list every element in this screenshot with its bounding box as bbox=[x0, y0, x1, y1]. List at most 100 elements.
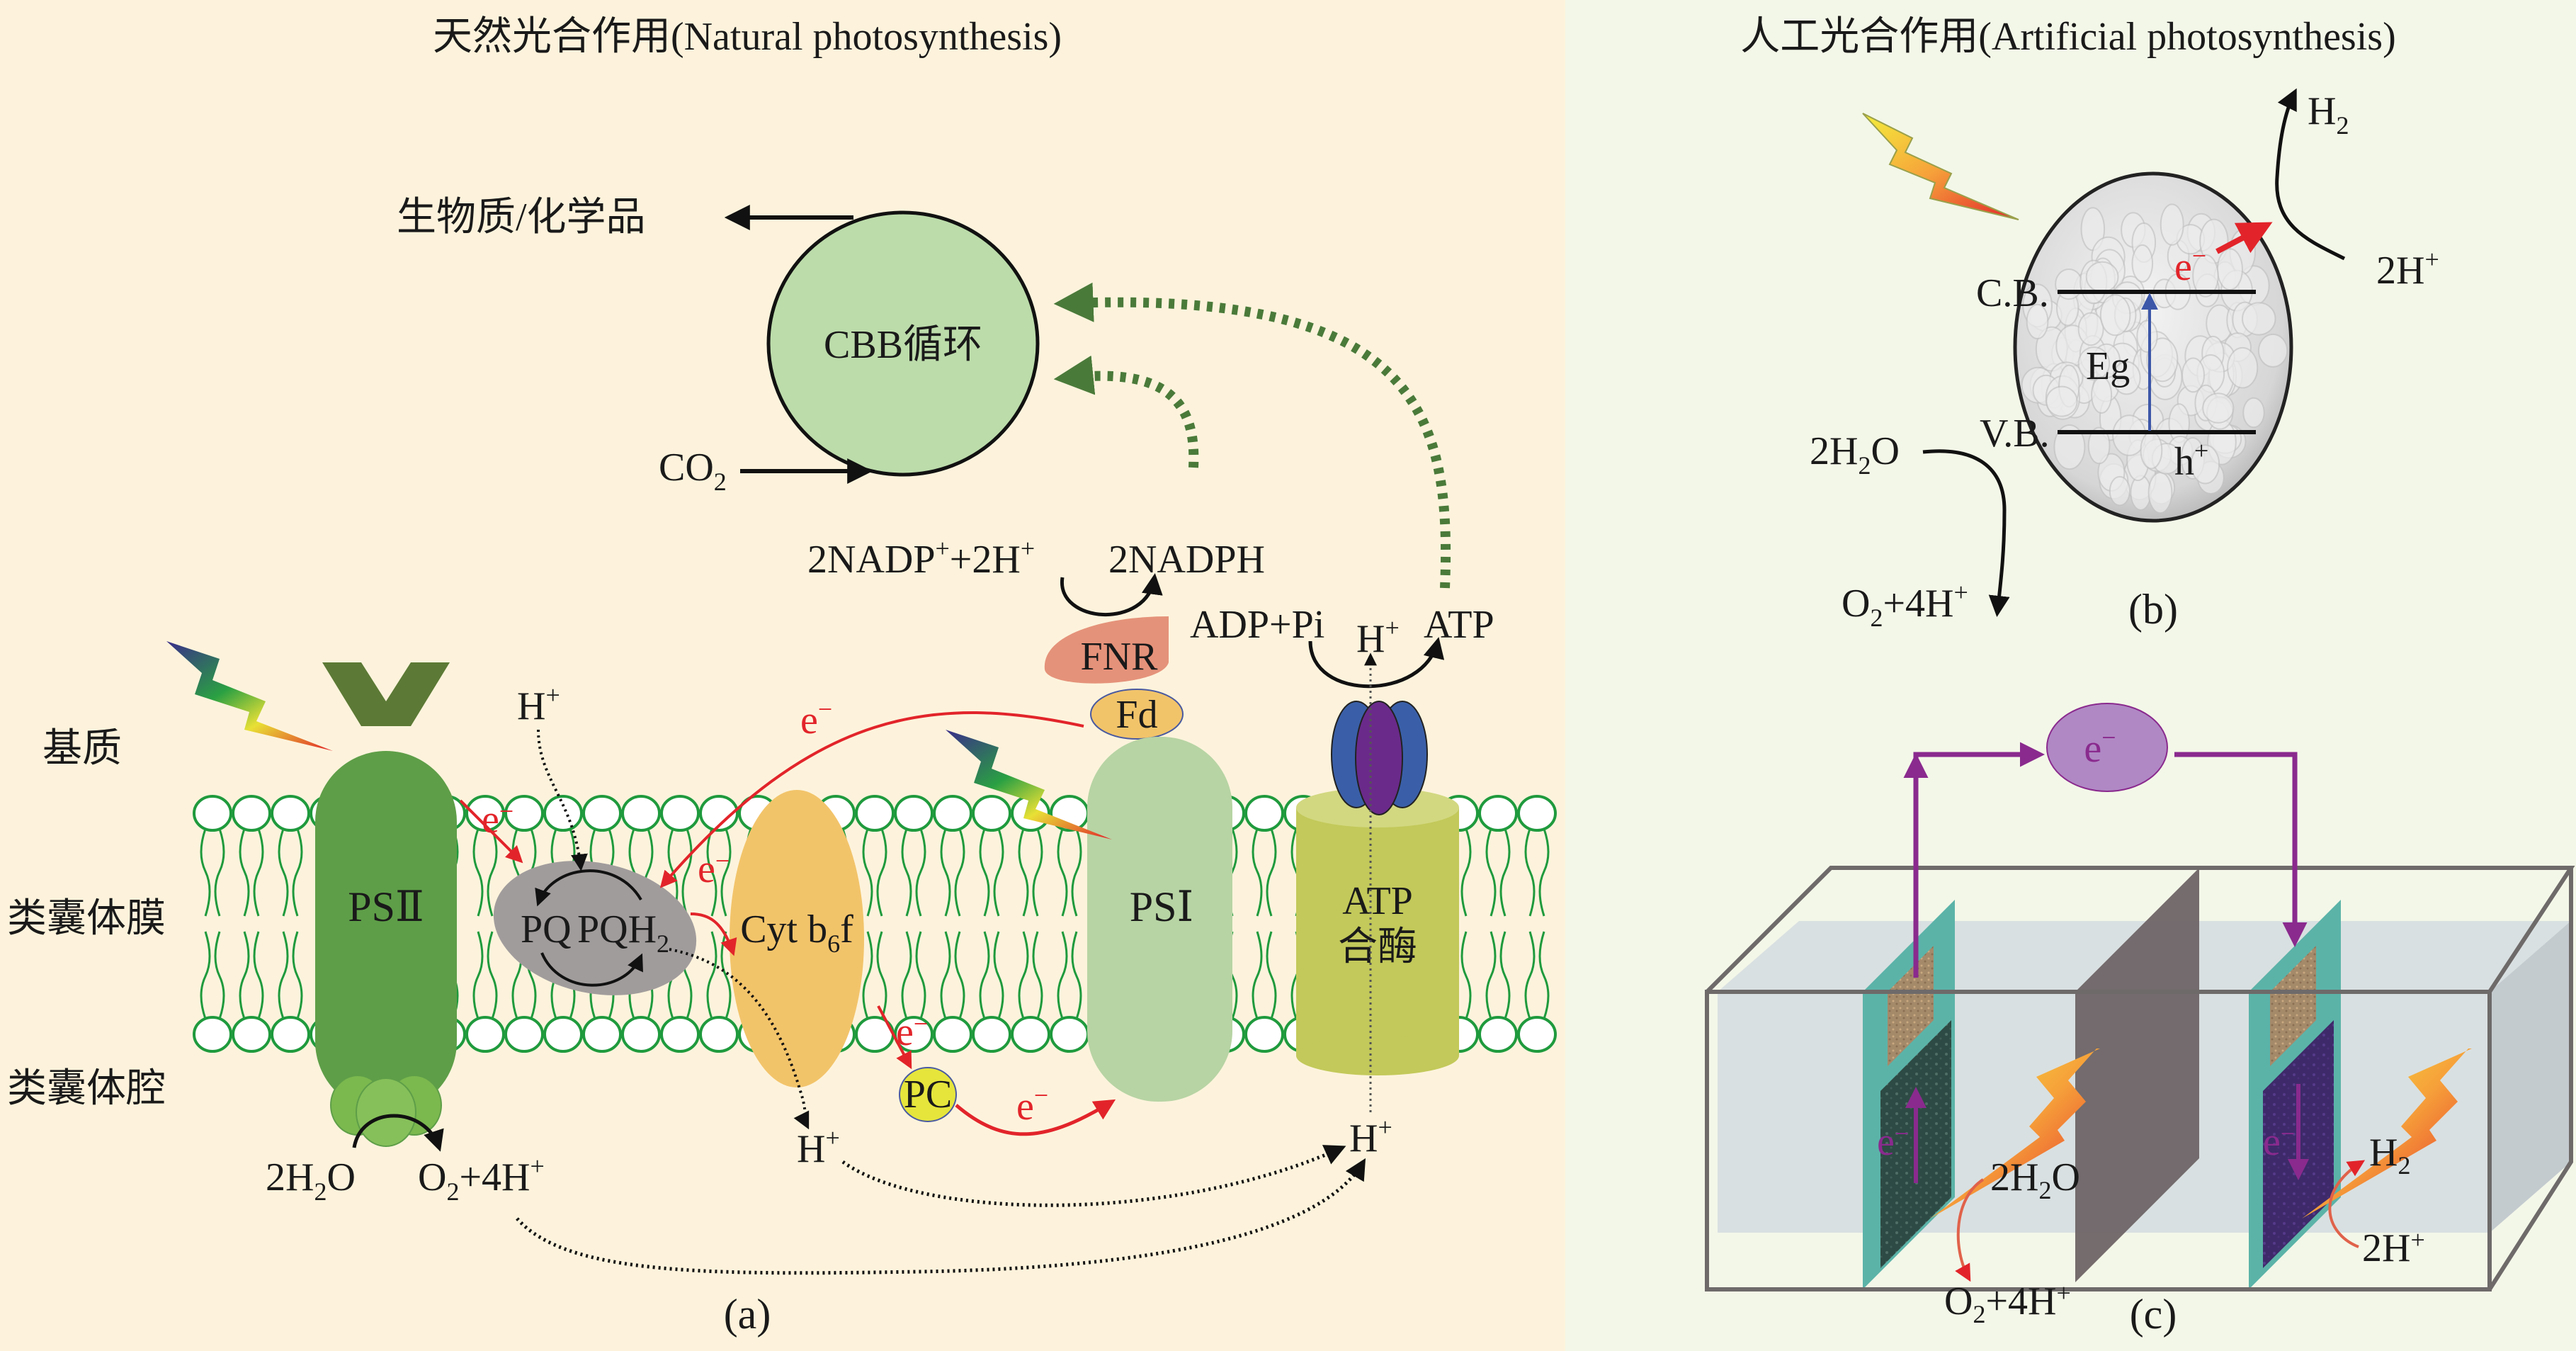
electron-pq-to-cyt-arrow bbox=[690, 912, 737, 956]
lipid-tail bbox=[901, 828, 926, 917]
cell-protons-label: 2H+ bbox=[2362, 1226, 2425, 1270]
stroma-proton-label: H+ bbox=[517, 681, 560, 728]
protons-label: 2H+ bbox=[2376, 245, 2439, 293]
panel-a-caption: (a) bbox=[724, 1291, 771, 1338]
lipid-head bbox=[660, 1016, 700, 1053]
lumen-proton-label: H+ bbox=[797, 1124, 840, 1171]
lipid-head bbox=[1517, 1016, 1557, 1053]
atp-synthase-head bbox=[1331, 701, 1428, 815]
pqh2-label: PQH2 bbox=[577, 908, 669, 958]
lipid-head bbox=[972, 795, 1011, 832]
lipid-head bbox=[933, 1016, 972, 1053]
lipid-head bbox=[933, 795, 972, 832]
lipid-tail bbox=[706, 931, 732, 1019]
natural-panel-title: 天然光合作用(Natural photosynthesis) bbox=[433, 15, 1062, 59]
natural-photosynthesis-panel bbox=[0, 0, 1565, 1351]
lipid-head bbox=[465, 795, 505, 832]
vb-label: V.B. bbox=[1980, 412, 2050, 456]
nadph-label: 2NADPH bbox=[1108, 538, 1265, 582]
nadp-label: 2NADP++2H+ bbox=[807, 534, 1035, 582]
lipid-tail bbox=[1485, 931, 1511, 1019]
cbb-cycle-label: CBB循环 bbox=[824, 323, 982, 367]
light-bolt-icon bbox=[2302, 1048, 2472, 1219]
particle-bubble bbox=[2136, 320, 2158, 353]
lipid-tail bbox=[979, 828, 1004, 917]
water-oxidation-arrow bbox=[1955, 1178, 1985, 1282]
atp-synthase-label-2: 合酶 bbox=[1338, 925, 1417, 969]
particle-bubble bbox=[2112, 361, 2141, 395]
electron-label: e− bbox=[896, 1010, 928, 1054]
lipid-head bbox=[582, 795, 622, 832]
electron-migration-arrow bbox=[2215, 222, 2273, 254]
lipid-tail bbox=[1252, 931, 1277, 1019]
cell-oxygen-label: O2+4H+ bbox=[1944, 1279, 2071, 1328]
ps1-label: PSⅠ bbox=[1130, 883, 1193, 930]
electron-label: e− bbox=[482, 797, 514, 842]
h2-label: H2 bbox=[2308, 89, 2349, 140]
pc-label: PC bbox=[904, 1073, 953, 1117]
lipid-tail bbox=[1018, 931, 1043, 1019]
oxygen-evolving-complex bbox=[330, 1075, 442, 1147]
reactor-tank bbox=[1705, 866, 2575, 1291]
particle-bubble bbox=[2055, 268, 2083, 300]
lipid-head bbox=[621, 795, 661, 832]
lumen-label: 类囊体腔 bbox=[7, 1067, 166, 1111]
lipid-tail bbox=[239, 828, 264, 917]
lipid-head bbox=[543, 1016, 583, 1053]
oxygen-label: O2+4H+ bbox=[418, 1152, 545, 1206]
lipid-tail bbox=[1252, 828, 1277, 917]
light-bolt-icon bbox=[1862, 113, 2019, 220]
atp-synthase-stalk bbox=[1296, 808, 1459, 1056]
lipid-tail bbox=[979, 931, 1004, 1019]
electron-cyt-to-pc-arrow bbox=[877, 1005, 912, 1070]
lipid-head bbox=[1517, 795, 1557, 832]
lipid-head bbox=[504, 1016, 544, 1053]
lipid-head bbox=[972, 1016, 1011, 1053]
cyt-b6f-complex bbox=[730, 790, 864, 1087]
separator-membrane bbox=[2075, 868, 2199, 1282]
proton-transfer-arrow bbox=[516, 1158, 1366, 1275]
water-splitting-arrow bbox=[352, 1114, 444, 1152]
ps2-antenna bbox=[322, 662, 450, 726]
lipid-tail bbox=[200, 828, 225, 917]
particle-bubble bbox=[2077, 346, 2111, 381]
electron-label: e− bbox=[1016, 1081, 1048, 1129]
hydrogen-evolution-arrow bbox=[2275, 88, 2346, 261]
photocathode-contact bbox=[2270, 946, 2316, 1066]
water-label: 2H2O bbox=[1810, 429, 1900, 480]
lipid-head bbox=[621, 1016, 661, 1053]
particle-bubble bbox=[2087, 426, 2111, 465]
particle-bubble bbox=[2099, 294, 2131, 337]
lipid-tail bbox=[278, 931, 303, 1019]
lipid-head bbox=[1478, 1016, 1518, 1053]
particle-bubble bbox=[2190, 444, 2220, 485]
fnr-shape bbox=[1044, 616, 1169, 684]
cbb-cycle-circle bbox=[766, 210, 1040, 477]
circuit-wire-in bbox=[2174, 752, 2308, 947]
proton-transfer-arrow bbox=[841, 1145, 1346, 1207]
fd-label: Fd bbox=[1116, 693, 1157, 737]
particle-bubble bbox=[2147, 471, 2173, 514]
lipid-head bbox=[1050, 1016, 1089, 1053]
eg-label: Eg bbox=[2086, 344, 2130, 388]
electron-label: e− bbox=[698, 847, 730, 891]
light-bolt-icon bbox=[1930, 1048, 2100, 1219]
water-oxidation-arrow bbox=[1922, 449, 2010, 617]
cell-water-label: 2H2O bbox=[1990, 1155, 2080, 1204]
stroma-label: 基质 bbox=[42, 727, 122, 771]
lipid-tail bbox=[278, 828, 303, 917]
particle-bubble bbox=[2216, 248, 2243, 291]
ps2-label: PSⅡ bbox=[348, 883, 424, 930]
panel-c-caption: (c) bbox=[2130, 1291, 2177, 1338]
light-bolt-icon bbox=[946, 730, 1112, 840]
ps1-complex bbox=[1087, 737, 1232, 1102]
lipid-head bbox=[894, 795, 934, 832]
particle-bubble bbox=[2257, 333, 2288, 368]
particle-bubble bbox=[2109, 475, 2130, 507]
particle-bubble bbox=[2131, 244, 2154, 283]
pq-cycle-arrow-bottom bbox=[540, 952, 643, 987]
light-bolt-icon bbox=[166, 641, 333, 751]
hole-label: h+ bbox=[2174, 436, 2208, 484]
